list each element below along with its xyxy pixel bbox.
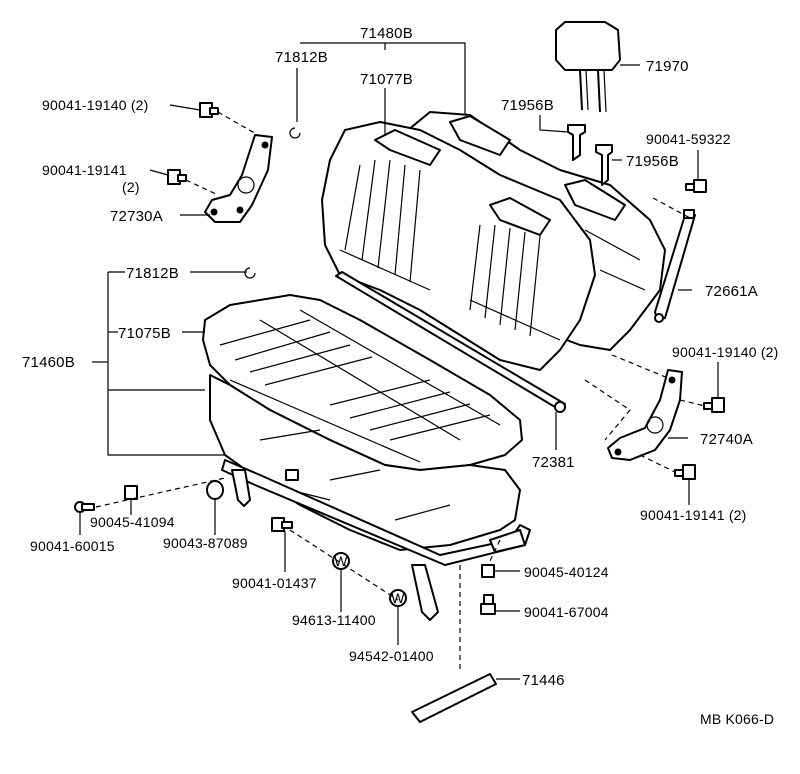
label-90041-19141-left-qty: (2) [122, 179, 140, 195]
label-90045-40124: 90045-40124 [524, 564, 609, 580]
label-90045-41094: 90045-41094 [90, 514, 175, 530]
label-71956B-a: 71956B [501, 97, 554, 114]
bolt-90041-01437 [271, 517, 293, 532]
label-72661A: 72661A [705, 283, 758, 300]
cushion-stitching [219, 309, 501, 463]
washer-94542-01400: W [389, 589, 407, 607]
bolt-90041-59322 [685, 179, 707, 193]
headrest-mount-center [449, 115, 511, 156]
headrest-mount-left [374, 129, 441, 166]
label-71970: 71970 [646, 58, 689, 75]
seat-cushion-assembly [202, 294, 531, 621]
headrest-71970 [555, 21, 621, 113]
leader-dash-nut-right [487, 539, 501, 566]
bolt-90041-19141-right [674, 464, 696, 480]
diagram-code: MB K066-D [700, 711, 774, 727]
headrest-support-a [567, 124, 586, 161]
seat-back-assembly [321, 111, 666, 371]
label-71812B-top: 71812B [275, 49, 328, 66]
label-94613-11400: 94613-11400 [292, 612, 376, 628]
label-71077B: 71077B [360, 71, 413, 88]
label-90043-87089: 90043-87089 [163, 535, 248, 551]
label-71956B-b: 71956B [626, 153, 679, 170]
label-90041-59322: 90041-59322 [646, 131, 731, 147]
label-90041-19140-left: 90041-19140 (2) [42, 97, 149, 113]
hinge-bracket-72730A [204, 134, 273, 223]
seat-back-stitching [339, 159, 646, 341]
label-90041-67004: 90041-67004 [524, 604, 609, 620]
frame-leg-left [231, 469, 251, 507]
label-90041-19140-right: 90041-19140 (2) [672, 344, 779, 360]
leader-dash-back-to-hinge [611, 354, 669, 379]
label-71075B: 71075B [118, 325, 171, 342]
part-labels: 71480B 71812B 71077B 71970 71956B 71956B… [22, 25, 779, 727]
leader-dash-bolt-left-bottom [185, 179, 219, 196]
frame-clip [285, 469, 299, 481]
nut-90045-41094 [124, 485, 138, 500]
clip-71812B-top [289, 127, 301, 139]
nut-90045-40124 [481, 564, 495, 578]
leader-dash-bolt-right-top [679, 399, 706, 407]
strap-72661A [654, 209, 696, 323]
trim-cover-71446 [411, 673, 497, 723]
leader-dash-strap-bolt [652, 197, 691, 219]
frame-leg-rear [489, 529, 526, 553]
washer-mark-2: W [391, 590, 405, 606]
leader-lines [79, 42, 719, 680]
leader-dash-lower-left [95, 477, 226, 508]
label-72740A: 72740A [700, 431, 753, 448]
screw-90041-60015 [74, 501, 95, 513]
leader-dash-bolt-right-bottom [639, 454, 676, 473]
label-71812B-mid: 71812B [126, 265, 179, 282]
label-71460B: 71460B [22, 354, 75, 371]
headrest-mount-right [564, 179, 626, 221]
label-90041-19141-left: 90041-19141 [42, 162, 127, 178]
label-71480B: 71480B [360, 25, 413, 42]
headrest-mount-mid [489, 197, 551, 236]
bolt-90041-19140-left [199, 102, 219, 118]
bolt-90041-67004 [480, 594, 496, 615]
hinge-rod-72381 [335, 271, 566, 413]
leader-dash-rod-to-hinge [584, 379, 631, 441]
label-72381: 72381 [532, 454, 575, 471]
label-94542-01400: 94542-01400 [349, 648, 434, 664]
label-90041-60015: 90041-60015 [30, 538, 115, 554]
hinge-bracket-72740A [607, 369, 683, 461]
label-71446: 71446 [522, 672, 565, 689]
label-90041-01437: 90041-01437 [232, 575, 317, 591]
label-72730A: 72730A [110, 208, 163, 225]
leader-dash-bolt-left-top [217, 111, 259, 136]
bolt-90041-19140-right [703, 397, 725, 413]
frame-leg-right [411, 564, 439, 621]
grommet-90043-87089 [206, 480, 224, 500]
label-90041-19141-right: 90041-19141 (2) [640, 507, 747, 523]
bolt-90041-19141-left [167, 169, 187, 185]
headrest-support-b [595, 144, 613, 186]
clip-71812B-mid [244, 267, 256, 279]
leader-dash-washers [289, 529, 399, 601]
